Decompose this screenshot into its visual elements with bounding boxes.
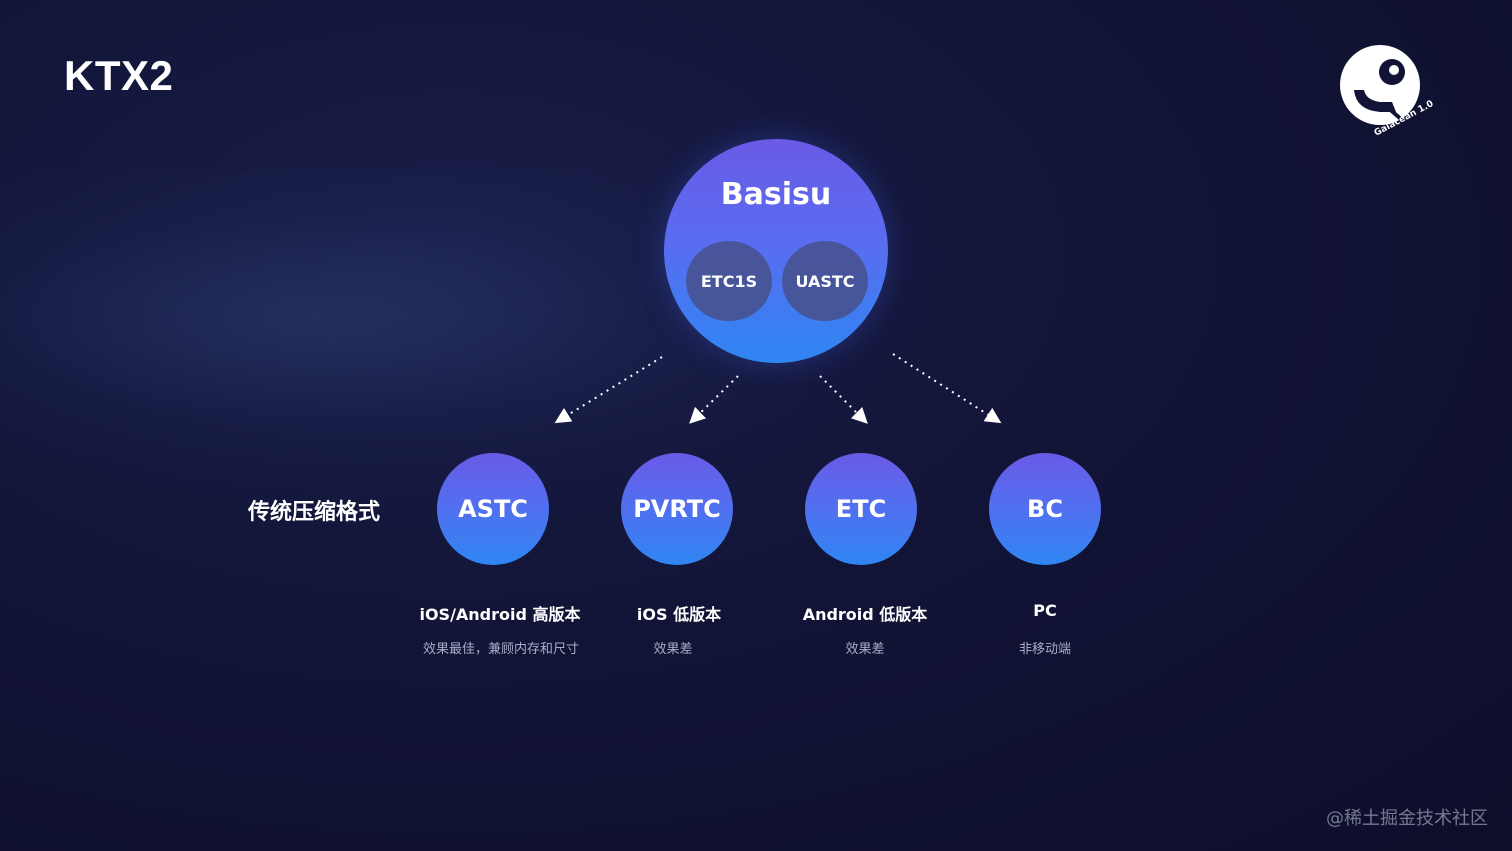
bc-note: 非移动端 (1018, 642, 1071, 657)
uastc-circle: UASTC (782, 241, 868, 321)
arrow-to-astc (554, 356, 663, 424)
traditional-formats-label: 传统压缩格式 (248, 500, 381, 525)
pvrtc-note: 效果差 (653, 642, 693, 657)
astc-platform: iOS/Android 高版本 (419, 605, 581, 624)
basisu-circle: Basisu ETC1S UASTC (664, 139, 888, 363)
galacean-logo: Galacean 1.0 (1340, 45, 1435, 139)
etc-circle: ETC (805, 453, 917, 565)
arrow-to-bc (892, 353, 1002, 424)
bc-circle: BC (989, 453, 1101, 565)
bc-platform: PC (1033, 601, 1057, 620)
etc1s-circle: ETC1S (686, 241, 772, 321)
astc-circle: ASTC (437, 453, 549, 565)
arrow-to-pvrtc (689, 375, 739, 424)
astc-note: 效果最佳，兼顾内存和尺寸 (422, 642, 579, 657)
watermark: @稀土掘金技术社区 (1326, 808, 1488, 829)
basisu-label: Basisu (720, 177, 832, 212)
etc-platform: Android 低版本 (802, 605, 928, 624)
etc-note: 效果差 (845, 642, 885, 657)
pvrtc-platform: iOS 低版本 (636, 605, 722, 624)
page-title: KTX2 (64, 52, 174, 99)
arrow-to-etc (819, 375, 868, 424)
pvrtc-circle: PVRTC (621, 453, 733, 565)
